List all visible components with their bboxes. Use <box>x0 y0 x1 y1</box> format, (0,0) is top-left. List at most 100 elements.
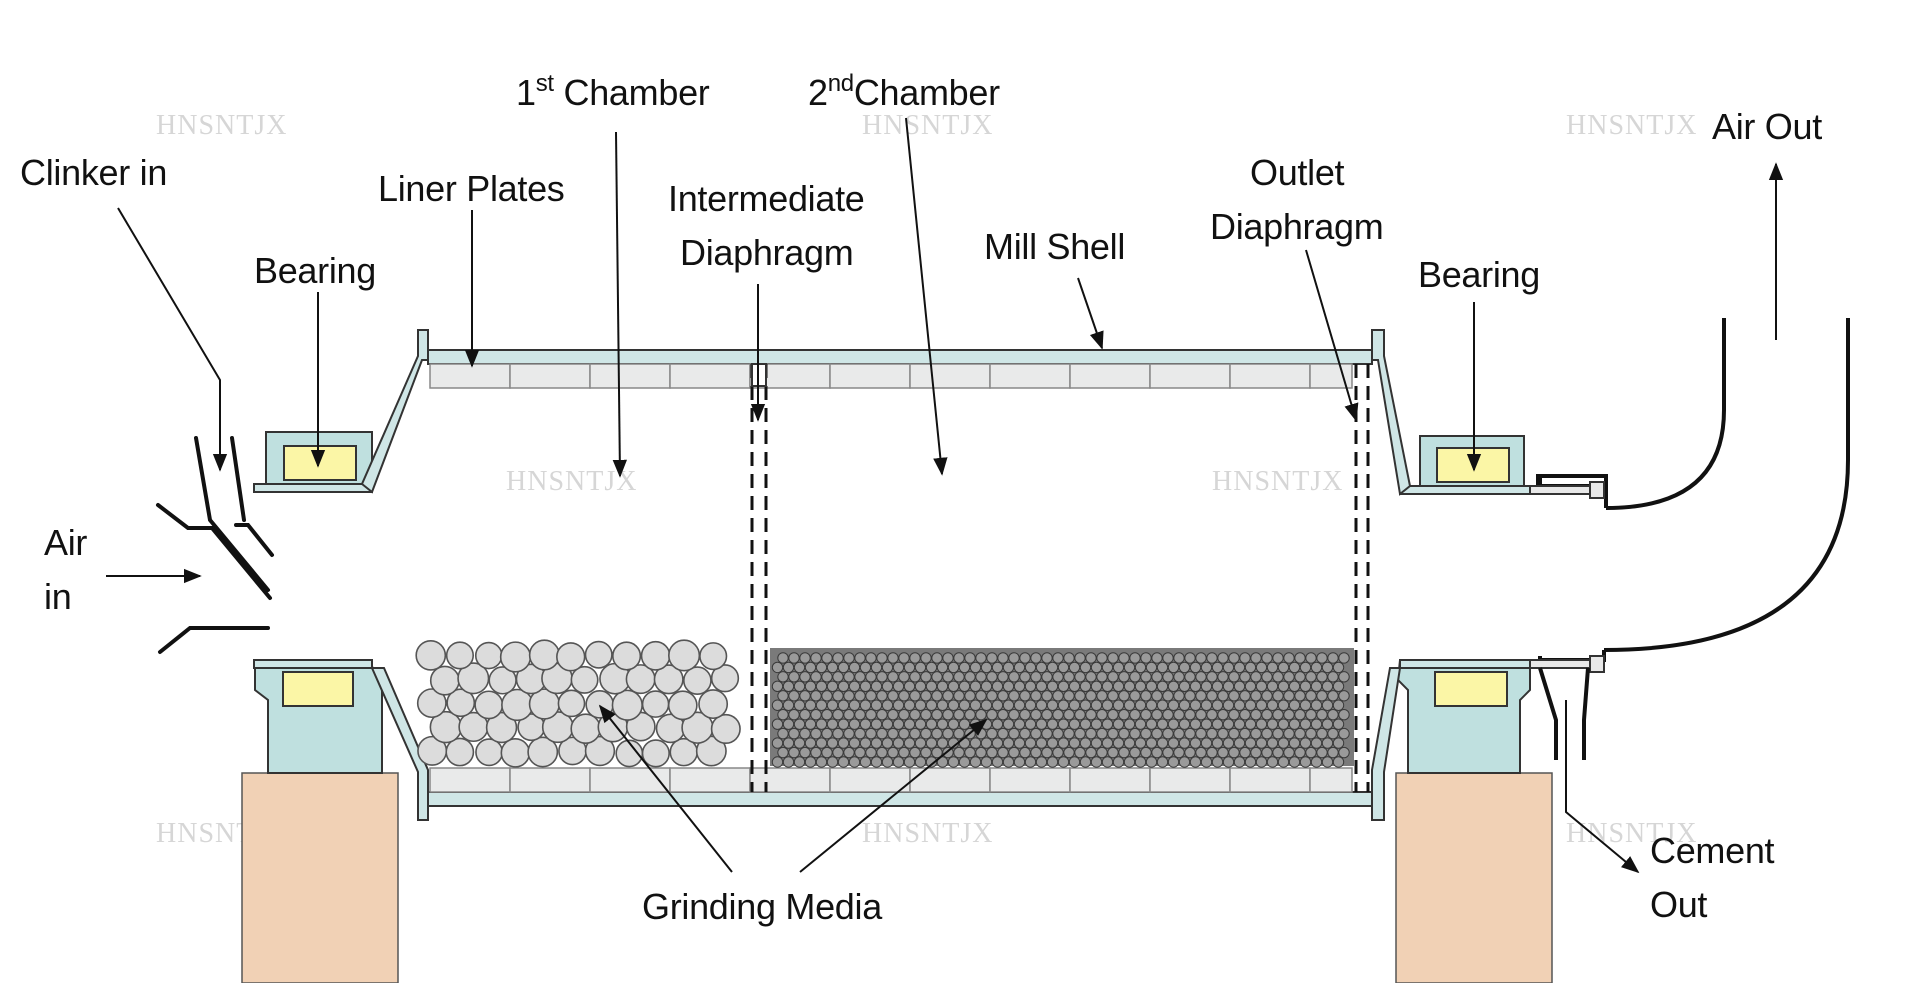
grinding-ball <box>641 690 670 718</box>
grinding-pebble <box>1156 680 1169 693</box>
grinding-pebble <box>1101 680 1114 693</box>
grinding-pebble <box>931 652 943 664</box>
grinding-pebble <box>837 699 850 711</box>
intermediate-diaphragm <box>750 364 768 792</box>
intermediate-diaphragm-label-line1: Intermediate <box>668 178 865 219</box>
grinding-pebble <box>1206 671 1218 683</box>
grinding-pebble <box>826 699 839 711</box>
grinding-pebble <box>1129 690 1141 702</box>
grinding-pebble <box>947 718 960 730</box>
left-trunnion-lower <box>253 659 373 669</box>
grinding-pebble <box>1173 652 1185 664</box>
grinding-ball <box>527 736 559 768</box>
grinding-pebble <box>1085 746 1097 759</box>
grinding-pebble <box>1074 671 1086 683</box>
grinding-pebble <box>1030 671 1042 683</box>
grinding-pebble <box>854 652 866 664</box>
grinding-pebble <box>909 690 921 702</box>
grinding-pebble <box>1305 690 1317 702</box>
left-bearing-lower-core <box>282 671 354 707</box>
grinding-pebble <box>898 727 910 740</box>
grinding-pebble <box>1178 661 1191 674</box>
grinding-pebble <box>1332 737 1345 749</box>
grinding-pebble <box>843 671 855 683</box>
grinding-ball <box>710 664 740 693</box>
grinding-pebble <box>1261 690 1273 702</box>
grinding-pebble <box>1035 680 1048 693</box>
grinding-pebble <box>975 652 987 664</box>
grinding-pebble <box>1090 661 1103 674</box>
grinding-pebble <box>1035 718 1048 730</box>
cement-out-label-line1: Cement <box>1650 830 1775 871</box>
grinding-pebble <box>1030 652 1042 664</box>
grinding-pebble <box>975 690 987 702</box>
liner-plate <box>429 363 511 389</box>
mill-shell-label: Mill Shell <box>984 226 1126 267</box>
grinding-pebble <box>964 746 976 759</box>
grinding-pebble <box>821 709 833 721</box>
grinding-pebble <box>986 652 998 664</box>
grinding-pebble <box>1255 737 1268 749</box>
grinding-pebble <box>815 718 828 730</box>
grinding-pebble <box>1277 661 1290 674</box>
grinding-pebble <box>1244 737 1257 749</box>
grinding-pebble <box>1118 727 1130 740</box>
grinding-pebble <box>914 718 927 730</box>
liner-plate <box>1149 767 1231 793</box>
grinding-pebble <box>788 652 800 664</box>
grinding-pebble <box>936 737 949 749</box>
grinding-pebble <box>942 709 954 721</box>
grinding-ball <box>416 688 447 719</box>
grinding-pebble <box>887 671 899 683</box>
grinding-pebble <box>810 652 822 664</box>
grinding-pebble <box>1162 671 1174 683</box>
grinding-pebble <box>931 690 943 702</box>
grinding-pebble <box>986 709 998 721</box>
liner-plate <box>989 363 1071 389</box>
grinding-pebble <box>876 690 888 702</box>
grinding-pebble <box>1107 671 1119 683</box>
grinding-pebble <box>892 661 905 674</box>
grinding-pebble <box>1316 709 1328 721</box>
grinding-pebble <box>892 680 905 693</box>
outlet-diaphragm <box>1354 364 1370 792</box>
liner-plate <box>509 767 591 793</box>
grinding-pebble <box>991 756 1004 768</box>
grinding-pebble <box>865 690 877 702</box>
grinding-pebble <box>1294 690 1306 702</box>
grinding-pebble <box>837 737 850 749</box>
grinding-pebble <box>975 746 987 759</box>
grinding-pebble <box>1030 690 1042 702</box>
grinding-pebble <box>892 756 905 768</box>
bearing-left-label: Bearing <box>254 250 376 291</box>
grinding-pebble <box>887 709 899 721</box>
grinding-pebble <box>1233 661 1246 674</box>
grinding-pebble <box>804 756 817 768</box>
grinding-pebble <box>1129 652 1141 664</box>
outlet-diaphragm-label-line2: Diaphragm <box>1210 206 1384 247</box>
grinding-pebble <box>1288 718 1301 730</box>
grinding-pebble <box>788 709 800 721</box>
right-cone-upper <box>1371 329 1412 496</box>
grinding-pebble <box>997 746 1009 759</box>
grinding-pebble <box>1101 737 1114 749</box>
grinding-pebble <box>958 718 971 730</box>
grinding-pebble <box>777 671 789 683</box>
grinding-pebble <box>876 652 888 664</box>
grinding-pebble <box>997 671 1009 683</box>
grinding-pebble <box>848 699 861 711</box>
grinding-pebble <box>1140 671 1152 683</box>
grinding-pebble <box>1239 709 1251 721</box>
grinding-pebble <box>1167 737 1180 749</box>
grinding-pebble <box>1178 680 1191 693</box>
grinding-pebble <box>1013 680 1026 693</box>
chamber1-suffix: st <box>535 70 554 97</box>
grinding-pebble <box>1156 718 1169 730</box>
outlet-diaphragm-leader <box>1305 249 1359 422</box>
grinding-pebble <box>848 756 861 768</box>
grinding-pebble <box>1173 671 1185 683</box>
grinding-ball <box>557 689 586 718</box>
grinding-pebble <box>1162 690 1174 702</box>
right-trunnion-lower <box>1399 659 1531 669</box>
grinding-pebble <box>1321 737 1334 749</box>
